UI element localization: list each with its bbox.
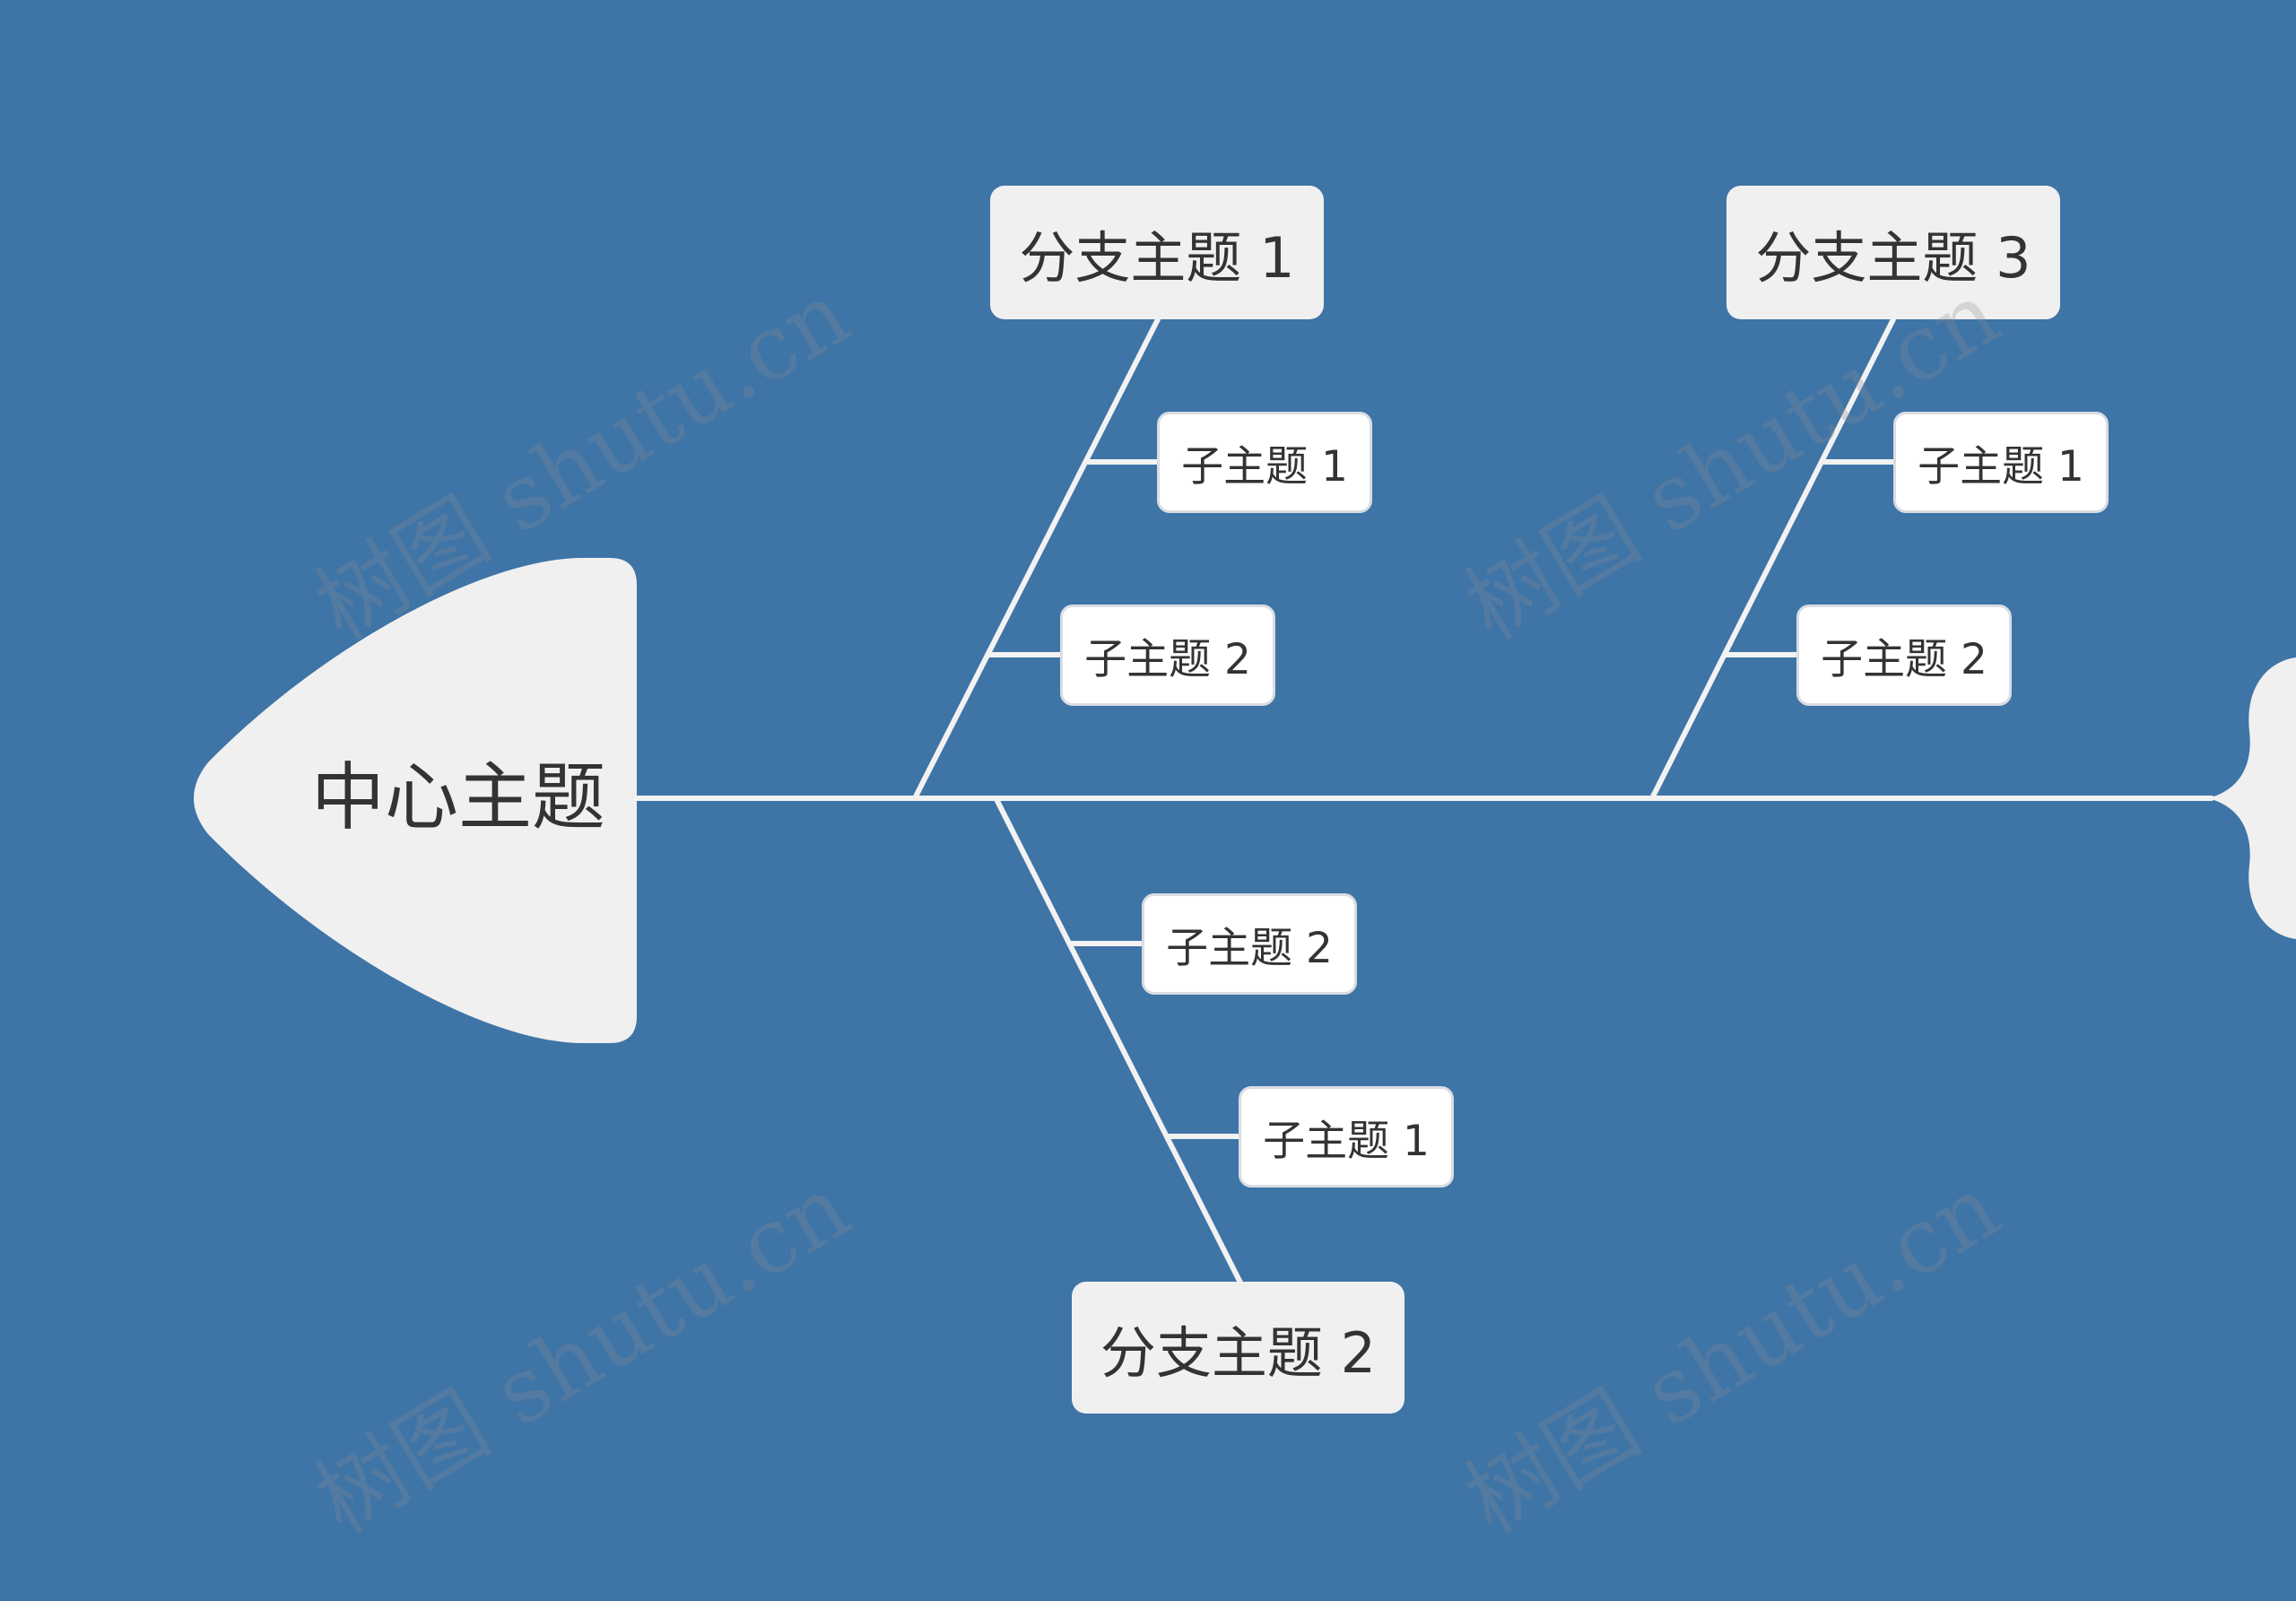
branch-1-line [912, 317, 1161, 801]
branch-2-subtopic-a: 子主题 2 [1142, 893, 1357, 995]
branch-3-line [1649, 317, 1896, 801]
branch-1-subtopic-2: 子主题 2 [1060, 605, 1275, 706]
branch-topic-2: 分支主题 2 [1072, 1282, 1405, 1414]
central-topic-shape [194, 558, 637, 1043]
fish-tail [2208, 657, 2296, 939]
branch-1-subtopic-1: 子主题 1 [1157, 412, 1372, 513]
branch-topic-3: 分支主题 3 [1726, 186, 2060, 319]
branch-3-subtopic-1: 子主题 1 [1893, 412, 2109, 513]
branch-3-subtopic-2: 子主题 2 [1796, 605, 2012, 706]
central-topic: 中心主题 [310, 755, 605, 840]
branch-2-subtopic-b: 子主题 1 [1239, 1086, 1454, 1188]
branch-2-line [995, 798, 1243, 1285]
branch-topic-1: 分支主题 1 [990, 186, 1324, 319]
